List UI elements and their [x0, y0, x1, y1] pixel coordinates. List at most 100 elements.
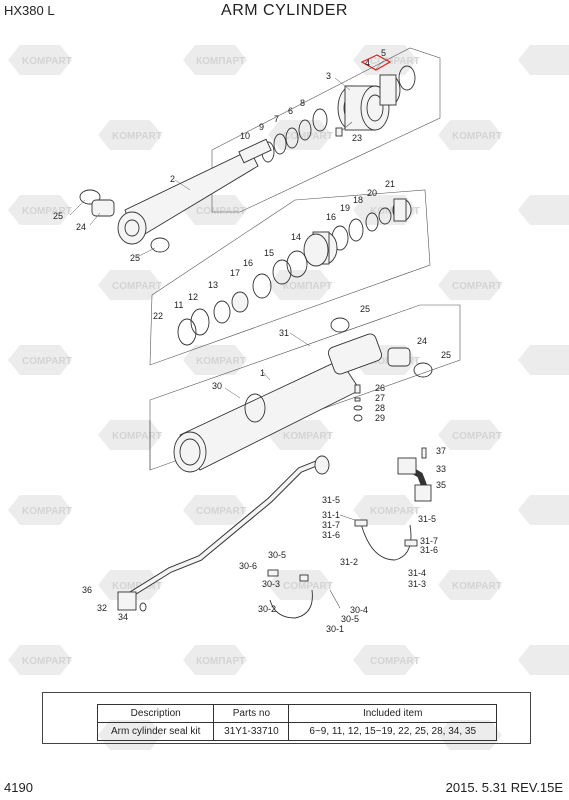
watermark-text: КОМПАРТ — [283, 281, 332, 292]
watermark-text: COMPART — [22, 356, 72, 367]
callout: 31-1 — [322, 510, 340, 520]
callout: 31-5 — [418, 514, 436, 524]
callout: 5 — [381, 48, 386, 58]
callout: 31-7 — [322, 520, 340, 530]
watermark-text: KOMPART — [22, 656, 72, 667]
revision-date: 2015. 5.31 REV.15E — [445, 780, 563, 795]
callout: 21 — [385, 179, 395, 189]
callout: 18 — [353, 195, 363, 205]
callout: 11 — [174, 300, 183, 310]
callout: 25 — [53, 211, 63, 221]
callout: 30 — [212, 381, 222, 391]
watermark-text: KOMPART — [22, 56, 72, 67]
callout: 8 — [300, 98, 305, 108]
watermark-text: COMPART — [452, 431, 502, 442]
callout: 30-1 — [326, 624, 344, 634]
callout: 25 — [441, 350, 451, 360]
piston-rod — [79, 138, 272, 253]
callout: 20 — [367, 188, 377, 198]
callout: 30-5 — [341, 614, 359, 624]
callout: 31-6 — [322, 530, 340, 540]
callout: 31-3 — [408, 579, 426, 589]
table-row: Arm cylinder seal kit 31Y1-33710 6~9, 11… — [96, 722, 497, 741]
kit-included-items: 6~9, 11, 12, 15~19, 22, 25, 28, 34, 35 — [288, 722, 497, 741]
model-name: HX380 L — [4, 3, 55, 18]
callout: 30-5 — [268, 550, 286, 560]
callout: 10 — [240, 131, 250, 141]
callout: 24 — [417, 336, 427, 346]
callout: 3 — [326, 71, 331, 81]
kit-part-number: 31Y1-33710 — [213, 722, 290, 741]
callout: 30-3 — [262, 579, 280, 589]
callout: 15 — [264, 248, 274, 258]
callout: 25 — [360, 304, 370, 314]
watermark-text: COMPART — [196, 206, 246, 217]
watermark-text: COMPART — [283, 581, 333, 592]
kit-description: Arm cylinder seal kit — [96, 722, 215, 741]
callout: 30-6 — [239, 561, 257, 571]
watermark-text: KOMPART — [112, 131, 162, 142]
gland-assembly — [335, 54, 416, 137]
callout: 29 — [375, 413, 385, 423]
callout: 30-4 — [350, 605, 368, 615]
callout: 19 — [340, 203, 350, 213]
piston-assembly — [177, 198, 412, 346]
callout: 2 — [170, 174, 175, 184]
watermark-text: COMPART — [196, 506, 246, 517]
callout: 22 — [153, 311, 163, 321]
callout: 31-6 — [420, 545, 438, 555]
callout: 14 — [291, 232, 301, 242]
watermark-text: COMPART — [112, 281, 162, 292]
watermark-text: COMPART — [283, 131, 333, 142]
callout: 16 — [326, 212, 336, 222]
callout: 6 — [288, 106, 293, 116]
watermark-text: KOMPART — [283, 431, 333, 442]
watermark-text: KOMPART — [22, 506, 72, 517]
callout: 7 — [274, 114, 279, 124]
table-header-row: Description Parts no Included item — [96, 704, 497, 723]
callout: 23 — [352, 133, 362, 143]
watermark-text: COMPART — [370, 656, 420, 667]
callout: 25 — [130, 253, 140, 263]
callout: 31 — [279, 328, 289, 338]
watermark-text: KOMPART — [196, 356, 246, 367]
watermark-text: COMPART — [452, 281, 502, 292]
clamp-assemblies — [267, 514, 418, 619]
column-header: Included item — [288, 704, 497, 723]
callout: 32 — [97, 603, 107, 613]
pipe-assembly — [117, 447, 432, 612]
callout: 9 — [259, 122, 264, 132]
page-title: ARM CYLINDER — [221, 2, 348, 19]
cylinder-tube — [173, 317, 433, 473]
callout: 12 — [188, 292, 198, 302]
watermark-text: COMPART — [370, 56, 420, 67]
kit-table-frame — [42, 692, 531, 744]
watermark-text: KOMPART — [452, 581, 502, 592]
column-header: Parts no — [213, 704, 290, 723]
watermark-text: КОМПАРТ — [196, 656, 245, 667]
watermark-text: KOMPART — [112, 431, 162, 442]
seal-kit-table: Description Parts no Included item Arm c… — [96, 704, 497, 741]
callout: 28 — [375, 403, 385, 413]
callout: 37 — [436, 446, 446, 456]
callout: 31-4 — [408, 568, 426, 578]
callout: 31-2 — [340, 557, 358, 567]
assembly-frames — [149, 47, 461, 471]
callout: 16 — [243, 258, 253, 268]
callout: 35 — [436, 480, 446, 490]
callout: 31-7 — [420, 536, 438, 546]
callout: 33 — [436, 464, 446, 474]
callout: 34 — [118, 612, 128, 622]
column-header: Description — [96, 704, 215, 723]
callout: 13 — [208, 280, 218, 290]
watermark-layer: KOMPART КОМПАРТ COMPART KOMPART COMPART … — [8, 45, 569, 750]
leader-lines — [69, 60, 384, 399]
callout: 17 — [230, 268, 240, 278]
callout-labels: 5 4 3 23 8 6 7 9 10 2 25 24 25 21 20 18 … — [53, 48, 451, 634]
page-number: 4190 — [4, 780, 33, 795]
callout: 36 — [82, 585, 92, 595]
callout: 1 — [260, 368, 265, 378]
callout: 24 — [76, 222, 86, 232]
callout: 30-2 — [258, 604, 276, 614]
